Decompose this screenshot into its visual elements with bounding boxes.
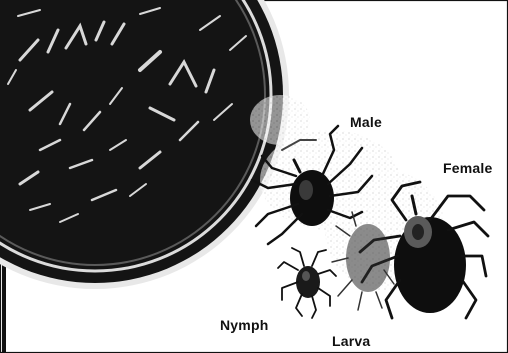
nymph-tick (278, 248, 336, 318)
nymph-label: Nymph (220, 317, 268, 333)
male-label: Male (350, 114, 382, 130)
coin (0, 0, 289, 289)
female-label: Female (443, 160, 492, 176)
larva-label: Larva (332, 333, 370, 349)
